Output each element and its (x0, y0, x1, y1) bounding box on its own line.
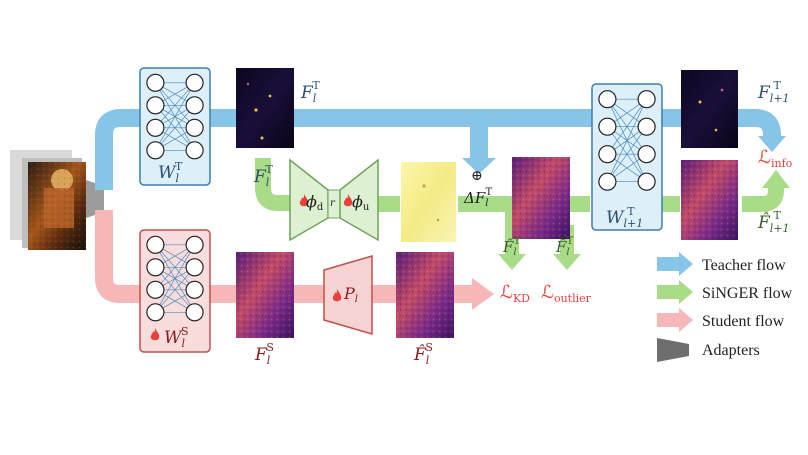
label-loss-outlier: ℒoutlier (541, 282, 592, 305)
feature-map-teacher (236, 68, 294, 148)
label-p-l: Pl (343, 284, 358, 305)
label-phi-d: ϕd (306, 192, 324, 213)
nn-node (146, 235, 165, 254)
nn-node (146, 141, 165, 160)
nn-node (637, 117, 656, 136)
legend: Teacher flow SiNGER flow Student flow Ad… (657, 252, 793, 362)
nn-node (637, 90, 656, 109)
legend-label-student: Student flow (702, 313, 785, 330)
nn-node (185, 118, 204, 137)
teacher-next-block (591, 83, 663, 231)
nn-node (185, 303, 204, 322)
teacher-to-plus-head (462, 158, 496, 174)
nn-node (146, 96, 165, 115)
legend-item-student: Student flow (657, 308, 785, 332)
projector (323, 255, 373, 335)
nn-node (598, 172, 617, 191)
nn-node (185, 258, 204, 277)
nn-node (146, 118, 165, 137)
feature-map-student-hat (396, 252, 454, 338)
input-image (10, 150, 86, 250)
feature-map-teacher-next (681, 70, 738, 148)
legend-item-teacher: Teacher flow (657, 252, 786, 276)
nn-node (598, 145, 617, 164)
label-r: r (330, 198, 336, 209)
singer-drop-kd-head (498, 254, 526, 270)
label-f-hat-down2: F̂lT (555, 236, 574, 258)
nn-node (185, 141, 204, 160)
nn-node (185, 235, 204, 254)
singer-flow-mid (378, 196, 400, 212)
label-f-hat-student: F̂lS (413, 341, 433, 367)
flame-icon (332, 289, 342, 302)
nn-node (185, 96, 204, 115)
label-f-hat-down: F̂lT (502, 236, 521, 258)
nn-graph-next (598, 90, 656, 191)
nn-edge (155, 267, 195, 313)
label-delta-f: ΔFlT (463, 187, 492, 209)
feature-map-student (236, 252, 294, 338)
label-w-next: Wl+1T (606, 205, 643, 230)
nn-edge (155, 82, 195, 151)
nn-node (146, 280, 165, 299)
legend-label-singer: SiNGER flow (702, 285, 793, 302)
nn-edge (607, 98, 647, 155)
nn-node (598, 117, 617, 136)
nn-edge (155, 244, 195, 291)
singer-flow-curve (761, 186, 784, 212)
flame-icon (299, 194, 309, 207)
label-f-teacher-mid: FlT (253, 163, 273, 189)
nn-edge (155, 82, 195, 129)
legend-label-adapters: Adapters (702, 342, 760, 359)
nn-edge (155, 105, 195, 151)
nn-node (185, 280, 204, 299)
nn-node (146, 258, 165, 277)
label-f-student: FlS (254, 341, 274, 367)
flame-icon (343, 194, 353, 207)
nn-graph-teacher (146, 73, 204, 160)
nn-edge (155, 244, 195, 313)
flame-icon (150, 328, 160, 341)
feature-map-yellow (401, 162, 456, 242)
student-flow-arrowhead (472, 278, 494, 310)
nn-node (146, 73, 165, 92)
label-phi-u: ϕu (352, 192, 370, 213)
label-loss-info: ℒinfo (758, 147, 793, 170)
nn-node (637, 172, 656, 191)
label-f-teacher-top: FlT (300, 79, 320, 105)
legend-item-adapters: Adapters (657, 338, 760, 362)
teacher-flow-drop (754, 109, 781, 138)
student-flow-fall (95, 210, 142, 303)
feature-map-hat-next (681, 160, 738, 240)
nn-node (146, 303, 165, 322)
student-block (139, 229, 211, 353)
nn-node (185, 73, 204, 92)
label-f-teacher-next: Fl+1T (757, 79, 790, 105)
label-f-hat-next: F̂l+1T (757, 209, 790, 235)
singer-flow-end (742, 196, 768, 212)
nn-node (637, 145, 656, 164)
label-w-student: WlS (164, 325, 189, 350)
singer-flow-after-w (662, 196, 680, 212)
teacher-block (139, 67, 211, 186)
nn-graph-student (146, 235, 204, 322)
singer-flow-start (255, 158, 290, 211)
legend-item-singer: SiNGER flow (657, 280, 793, 304)
feature-map-delta (512, 157, 570, 239)
teacher-flow-rise (95, 109, 142, 190)
teacher-flow-bar (210, 109, 595, 127)
label-plus: ⊕ (471, 168, 483, 184)
nn-node (598, 90, 617, 109)
teacher-flow-arrowhead (758, 136, 786, 152)
teacher-to-plus (470, 118, 488, 160)
singer-drop-outlier-head (553, 254, 581, 270)
label-w-teacher: WlT (158, 160, 183, 185)
adapter-singer (289, 158, 379, 242)
label-loss-kd: ℒKD (500, 282, 530, 305)
singer-flow-arrowhead (762, 170, 790, 188)
nn-edge (607, 126, 647, 182)
nn-edge (607, 99, 647, 182)
legend-label-teacher: Teacher flow (702, 257, 786, 274)
